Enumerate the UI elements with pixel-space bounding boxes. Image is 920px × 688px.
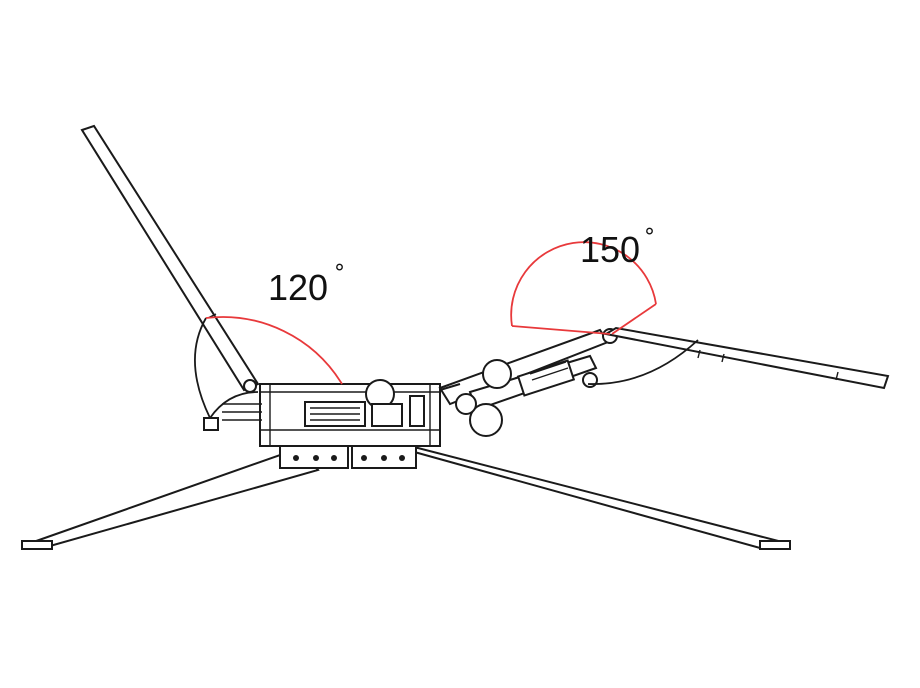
- leg-bracket: [279, 445, 417, 469]
- legrest-degree-symbol: °: [644, 225, 655, 250]
- backrest-angle-arc: [205, 316, 343, 385]
- backrest-angle-value: 120: [268, 267, 328, 308]
- rear-leg: [399, 447, 791, 550]
- backrest-degree-symbol: °: [334, 261, 345, 286]
- backrest-angle-label: 120 °: [268, 261, 345, 308]
- legrest-angle-arc: [510, 241, 657, 327]
- seat-frame: [222, 379, 441, 447]
- legrest-linkage: [438, 328, 618, 437]
- legrest-angle-label: 150 °: [580, 225, 655, 270]
- legrest: [587, 326, 890, 390]
- front-foot: [21, 540, 53, 550]
- legrest-angle-value: 150: [580, 229, 640, 270]
- rear-foot: [759, 540, 791, 550]
- front-leg: [21, 446, 320, 547]
- backrest: [80, 124, 260, 431]
